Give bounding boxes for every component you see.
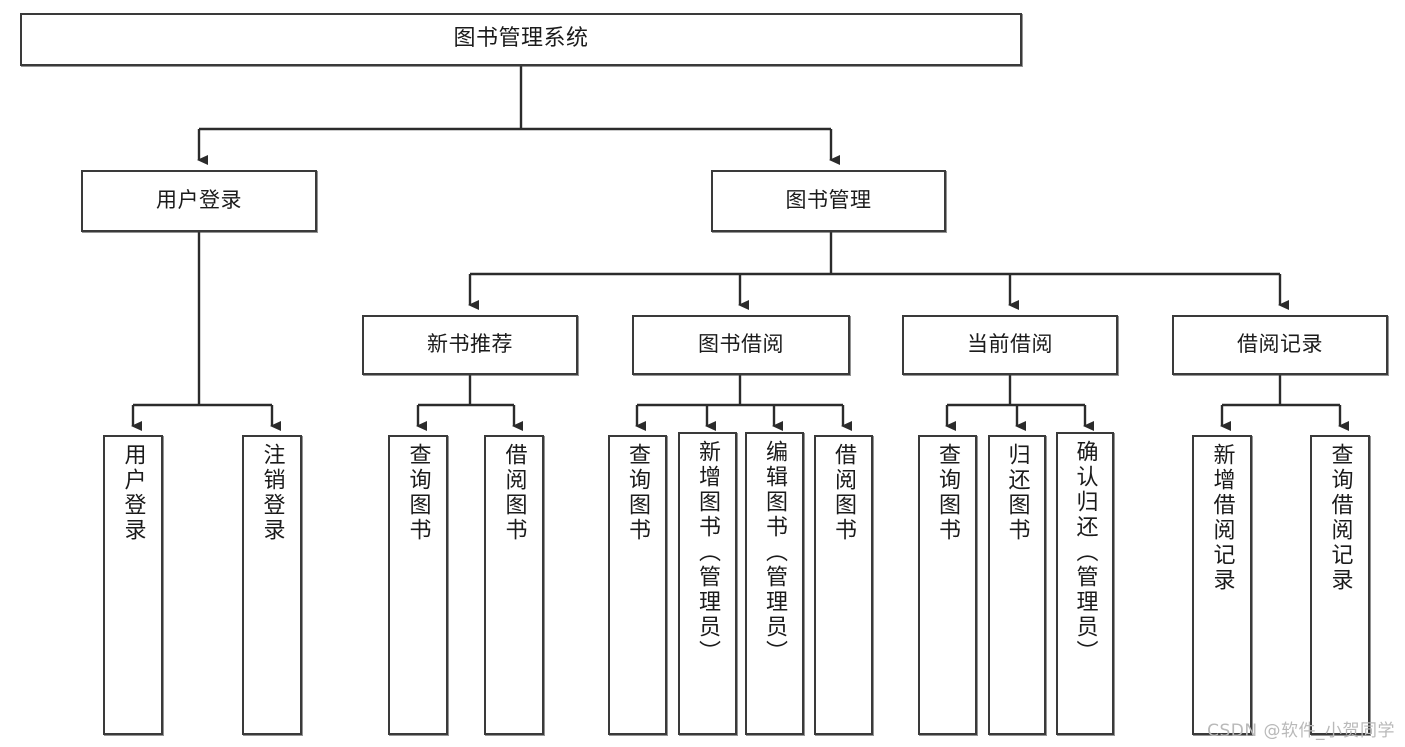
leaf-query-book-2[interactable]: 查询图书 (608, 435, 667, 735)
leaf-user-login[interactable]: 用户登录 (103, 435, 163, 735)
node-label: 借阅图书 (501, 443, 527, 543)
node-label: 查询图书 (405, 443, 431, 543)
node-user-login[interactable]: 用户登录 (81, 170, 317, 232)
leaf-confirm-return[interactable]: 确认归还（管理员） (1056, 432, 1114, 735)
node-label: 新增借阅记录 (1209, 443, 1235, 593)
node-label: 图书管理系统 (453, 26, 589, 52)
leaf-borrow-book-2[interactable]: 借阅图书 (814, 435, 873, 735)
csdn-watermark: CSDN @软件_小贺同学 (1207, 721, 1395, 741)
node-label: 确认归还（管理员） (1072, 440, 1098, 665)
node-label: 查询图书 (625, 443, 651, 543)
node-root-book-management-system[interactable]: 图书管理系统 (20, 13, 1022, 66)
node-label: 用户登录 (156, 188, 242, 213)
leaf-borrow-book-1[interactable]: 借阅图书 (484, 435, 544, 735)
leaf-query-book-3[interactable]: 查询图书 (918, 435, 977, 735)
node-book-management[interactable]: 图书管理 (711, 170, 946, 232)
leaf-query-borrow-record[interactable]: 查询借阅记录 (1310, 435, 1370, 735)
leaf-edit-book[interactable]: 编辑图书（管理员） (745, 432, 804, 735)
node-label: 图书管理 (785, 188, 872, 213)
node-label: 编辑图书（管理员） (762, 440, 788, 665)
leaf-add-book[interactable]: 新增图书（管理员） (678, 432, 737, 735)
node-label: 用户登录 (120, 443, 146, 543)
node-book-borrow[interactable]: 图书借阅 (632, 315, 850, 375)
node-label: 查询借阅记录 (1327, 443, 1353, 593)
node-new-book-recommend[interactable]: 新书推荐 (362, 315, 578, 375)
leaf-logout-login[interactable]: 注销登录 (242, 435, 302, 735)
leaf-add-borrow-record[interactable]: 新增借阅记录 (1192, 435, 1252, 735)
node-label: 图书借阅 (698, 332, 784, 357)
node-label: 新增图书（管理员） (695, 440, 721, 665)
node-borrow-record[interactable]: 借阅记录 (1172, 315, 1388, 375)
node-label: 当前借阅 (967, 332, 1053, 357)
node-label: 注销登录 (259, 443, 285, 543)
node-label: 新书推荐 (427, 332, 513, 357)
node-current-borrow[interactable]: 当前借阅 (902, 315, 1118, 375)
leaf-query-book-1[interactable]: 查询图书 (388, 435, 448, 735)
node-label: 查询图书 (935, 443, 961, 543)
leaf-return-book[interactable]: 归还图书 (988, 435, 1046, 735)
node-label: 借阅记录 (1237, 332, 1323, 357)
node-label: 借阅图书 (831, 443, 857, 543)
node-label: 归还图书 (1004, 443, 1030, 543)
